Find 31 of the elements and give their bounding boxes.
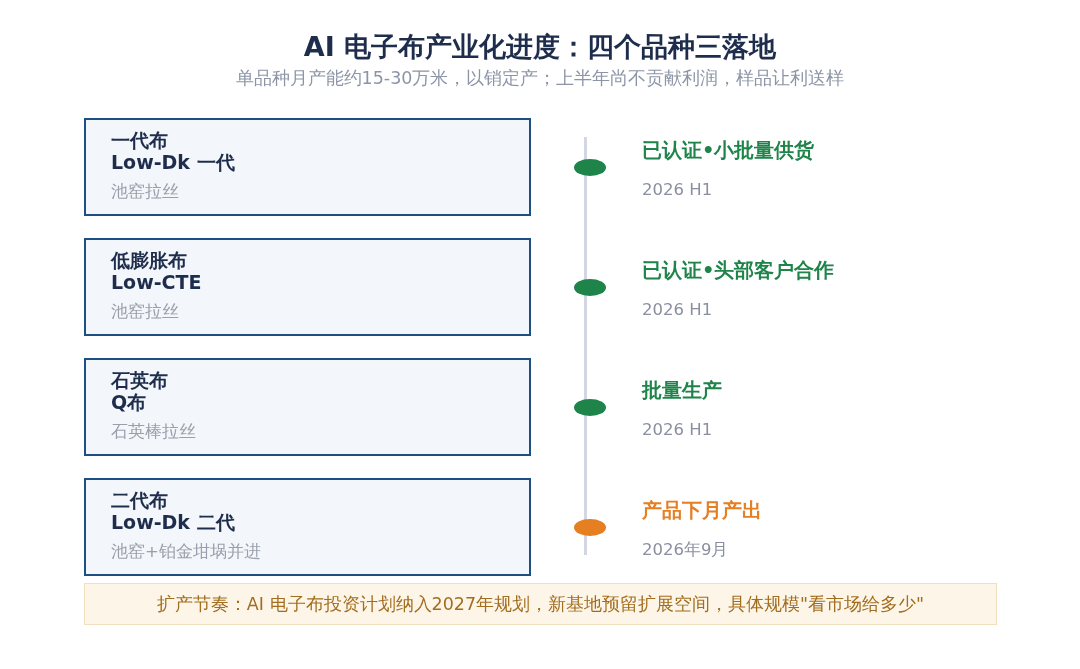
timeline-dot (574, 518, 606, 536)
timeline-dot (574, 278, 606, 296)
date-label: 2026 H1 (642, 419, 713, 441)
product-name: 一代布 (111, 129, 168, 151)
product-code: Low-CTE (111, 271, 202, 293)
product-card (84, 478, 531, 576)
product-card (84, 118, 531, 216)
process-label: 池窑拉丝 (111, 301, 179, 322)
status-label: 已认证•小批量供货 (642, 139, 815, 163)
subtitle: 单品种月产能约15-30万米，以销定产；上半年尚不贡献利润，样品让利送样 (235, 67, 845, 90)
product-name: 二代布 (111, 489, 168, 511)
date-label: 2026 H1 (642, 299, 713, 321)
status-label: 产品下月产出 (642, 499, 762, 523)
product-code: Low-Dk 一代 (111, 151, 235, 173)
note-banner: 扩产节奏：AI 电子布投资计划纳入2027年规划，新基地预留扩展空间，具体规模"看市场给多少" (84, 583, 997, 625)
product-code: Low-Dk 二代 (111, 511, 235, 533)
status-label: 批量生产 (642, 379, 722, 403)
title: AI 电子布产业化进度：四个品种三落地 (303, 30, 777, 64)
product-code: Q布 (111, 391, 147, 413)
product-card (84, 238, 531, 336)
process-label: 池窑+铂金坩埚并进 (111, 541, 261, 562)
process-label: 池窑拉丝 (111, 181, 179, 202)
product-name: 石英布 (111, 369, 168, 391)
timeline-dot (574, 158, 606, 176)
product-name: 低膨胀布 (111, 249, 187, 271)
date-label: 2026 H1 (642, 179, 713, 201)
product-card (84, 358, 531, 456)
process-label: 石英棒拉丝 (111, 421, 196, 442)
date-label: 2026年9月 (642, 539, 729, 561)
status-label: 已认证•头部客户合作 (642, 259, 835, 283)
timeline-dot (574, 398, 606, 416)
